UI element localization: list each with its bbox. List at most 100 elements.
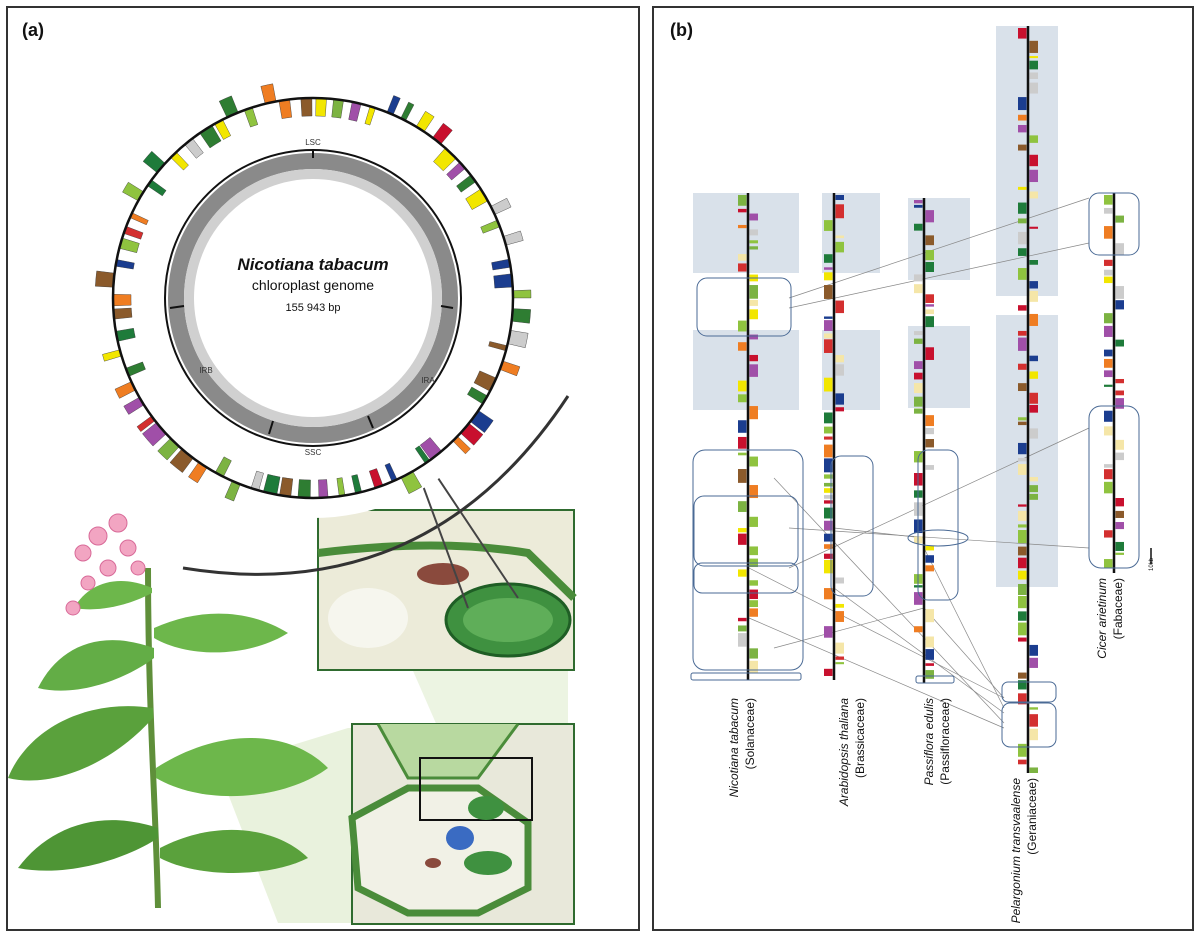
gene-segment — [1029, 392, 1038, 404]
gene-segment — [1115, 215, 1124, 223]
gene-block — [297, 479, 311, 499]
gene-segment — [824, 285, 833, 299]
gene-segment — [1115, 390, 1124, 396]
genome-size: 155 943 bp — [285, 302, 340, 314]
gene-segment — [824, 377, 833, 392]
gene-segment — [1029, 707, 1038, 710]
gene-segment — [824, 588, 833, 600]
region-lsc: LSC — [305, 138, 321, 147]
gene-segment — [738, 625, 747, 632]
gene-segment — [1029, 767, 1038, 773]
gene-segment — [1115, 552, 1124, 555]
gene-segment — [824, 316, 833, 319]
gene-segment — [1104, 276, 1113, 284]
genome-alignment: 10kb Nicotiana tabacum (Solanaceae) Arab… — [690, 26, 1155, 923]
gene-segment — [1018, 248, 1027, 256]
gene-segment — [1018, 144, 1027, 151]
gene-segment — [1029, 60, 1038, 70]
gene-segment — [835, 355, 844, 363]
gene-segment — [1029, 226, 1038, 229]
gene-segment — [1115, 452, 1124, 461]
gene-segment — [738, 528, 747, 533]
gene-segment — [925, 670, 934, 679]
gene-segment — [1018, 442, 1027, 455]
gene-block — [511, 308, 531, 324]
gene-segment — [824, 488, 833, 493]
gene-segment — [914, 331, 923, 336]
gene-segment — [1115, 286, 1124, 299]
gene-segment — [1029, 485, 1038, 493]
gene-segment — [1018, 383, 1027, 392]
gene-segment — [738, 436, 747, 449]
gene-segment — [1104, 481, 1113, 494]
gene-segment — [835, 241, 844, 253]
ir-region — [908, 198, 970, 280]
gene-segment — [738, 342, 747, 351]
gene-segment — [824, 559, 833, 574]
gene-segment — [824, 500, 833, 504]
species-family-passiflora: (Passifloraceae) — [938, 698, 952, 785]
gene-segment — [1018, 330, 1027, 336]
gene-segment — [1029, 154, 1038, 167]
gene-segment — [738, 469, 747, 483]
gene-segment — [835, 642, 844, 654]
gene-segment — [1029, 714, 1038, 727]
gene-segment — [914, 223, 923, 231]
gene-segment — [1018, 218, 1027, 224]
panel-a-illustration: LSC SSC IRA IRB Nicotiana tabacum chloro… — [8, 78, 577, 925]
gene-segment — [914, 626, 923, 633]
gene-segment — [749, 608, 758, 617]
species-name-cicer: Cicer arietinum — [1095, 578, 1109, 659]
gene-segment — [1029, 313, 1038, 326]
gene-block — [300, 97, 313, 117]
gene-segment — [1029, 40, 1038, 53]
gene-segment — [824, 507, 833, 519]
gene-segment — [925, 545, 934, 551]
gene-segment — [925, 663, 934, 666]
gene-segment — [749, 285, 758, 299]
gene-segment — [835, 195, 844, 200]
gene-segment — [749, 229, 758, 236]
gene-segment — [1115, 522, 1124, 530]
gene-segment — [835, 300, 844, 314]
gene-segment — [1115, 398, 1124, 409]
gene-segment — [1104, 269, 1113, 276]
gene-segment — [1104, 226, 1113, 239]
gene-segment — [749, 240, 758, 244]
gene-segment — [738, 501, 747, 512]
gene-segment — [835, 611, 844, 622]
gene-segment — [749, 406, 758, 420]
gene-segment — [914, 200, 923, 204]
gene-segment — [824, 626, 833, 638]
gene-segment — [824, 482, 833, 487]
gene-segment — [1029, 191, 1038, 199]
gene-segment — [914, 274, 923, 282]
tobacco-plant-illustration — [8, 513, 328, 909]
gene-segment — [835, 656, 844, 660]
gene-segment — [738, 420, 747, 433]
gene-segment — [835, 603, 844, 608]
gene-segment — [1104, 325, 1113, 337]
gene-segment — [1018, 693, 1027, 705]
gene-segment — [1104, 358, 1113, 368]
gene-blocks — [95, 83, 532, 502]
gene-segment — [749, 246, 758, 250]
gene-segment — [1018, 202, 1027, 214]
gene-segment — [1018, 611, 1027, 621]
gene-segment — [1029, 82, 1038, 94]
gene-segment — [738, 569, 747, 577]
gene-segment — [914, 372, 923, 380]
species-labels: Nicotiana tabacum (Solanaceae) Arabidops… — [727, 578, 1125, 923]
gene-segment — [925, 235, 934, 246]
gene-segment — [824, 474, 833, 479]
gene-segment — [925, 427, 934, 435]
panel-a-label: (a) — [22, 20, 44, 40]
gene-segment — [914, 396, 923, 407]
gene-segment — [1029, 477, 1038, 482]
gene-segment — [1104, 384, 1113, 387]
gene-segment — [824, 520, 833, 531]
gene-segment — [914, 592, 923, 605]
gene-segment — [914, 284, 923, 294]
gene-segment — [1029, 493, 1038, 500]
gene-segment — [1115, 510, 1124, 518]
